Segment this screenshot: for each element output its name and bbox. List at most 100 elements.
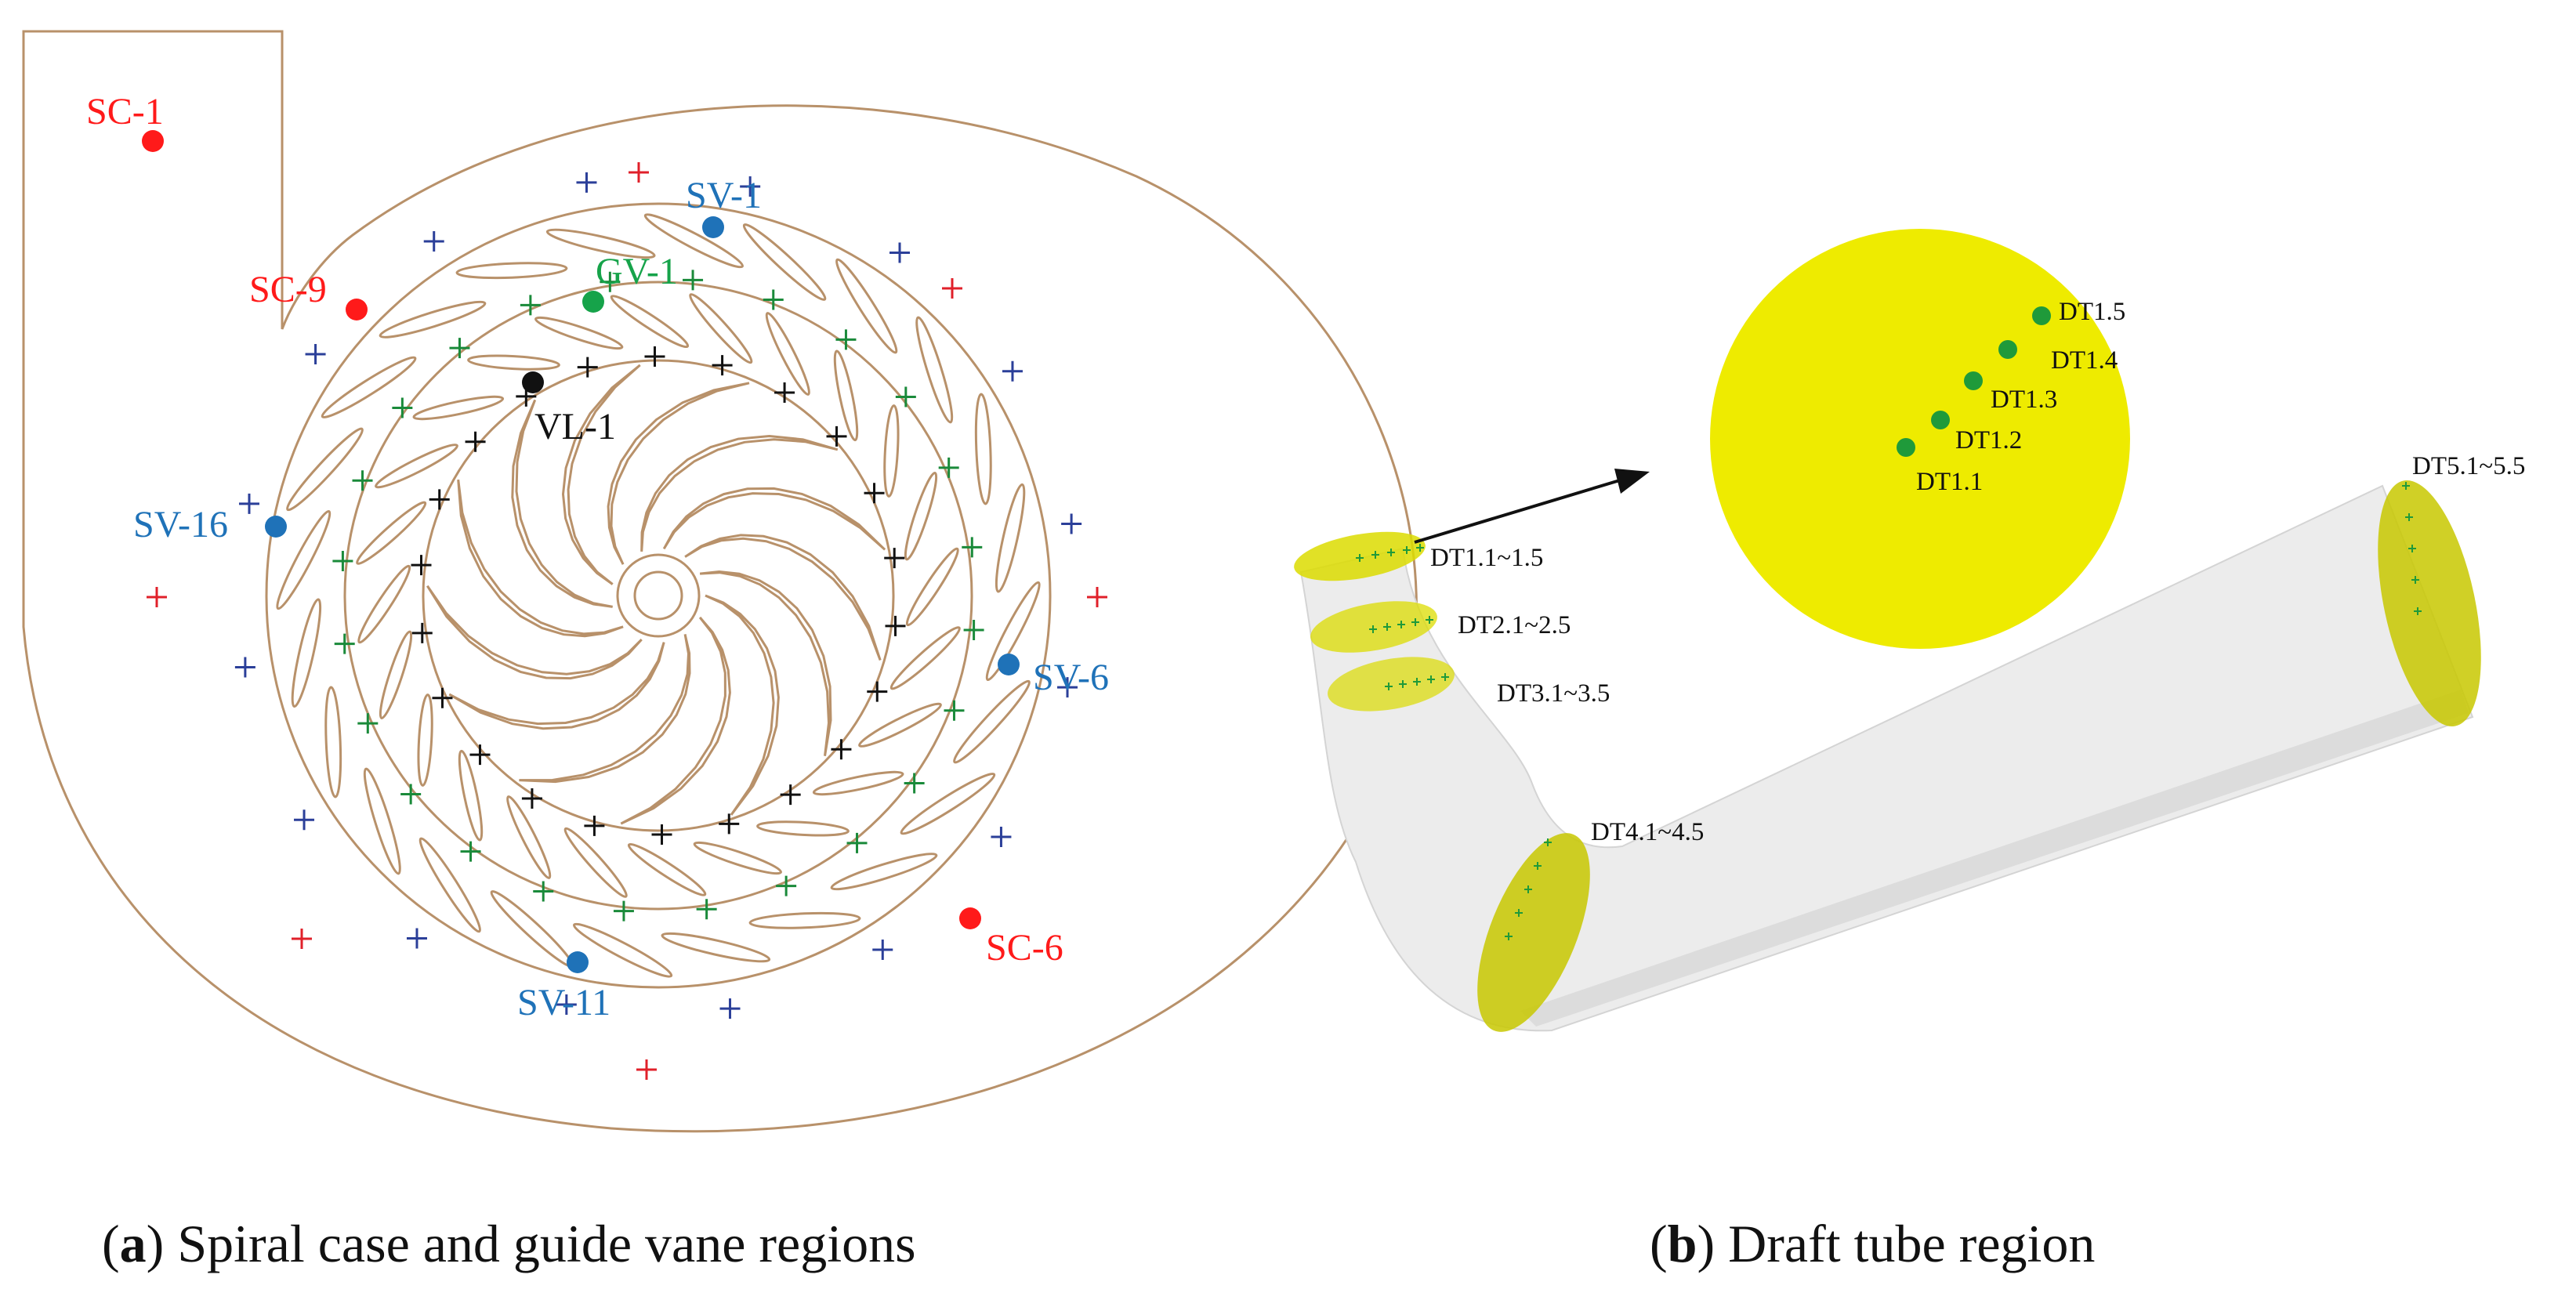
label-dt1-section: DT1.1~1.5 [1430, 544, 1543, 572]
guide-vane-3 [812, 770, 904, 796]
dt-tick-5-5 [2402, 482, 2410, 490]
guide-vane-16 [467, 354, 560, 371]
marker-red-6 [147, 587, 167, 607]
marker-blue-3 [1002, 360, 1023, 382]
label-sc-9: SC-9 [249, 269, 327, 310]
marker-blue-16 [576, 172, 597, 193]
point-gv-1 [582, 291, 604, 313]
marker-green-9 [846, 832, 868, 853]
zoom-disc [1710, 229, 2130, 649]
marker-green-13 [533, 881, 554, 902]
guide-vane-1 [889, 626, 961, 690]
caption-a-letter: a [120, 1214, 147, 1273]
guide-vane-20 [765, 312, 810, 396]
marker-black-14 [469, 744, 491, 766]
runner-blade-4 [448, 642, 665, 730]
guide-vane-13 [356, 501, 427, 565]
marker-green-3 [895, 386, 916, 407]
dt-tick-4-1 [1505, 932, 1513, 940]
marker-black-17 [411, 555, 432, 576]
marker-black-5 [884, 548, 905, 569]
guide-vane-7 [563, 827, 628, 898]
marker-green-22 [520, 295, 541, 316]
stay-vane-14 [286, 427, 364, 512]
marker-blue-14 [305, 343, 326, 364]
dt-tick-2-5 [1426, 616, 1433, 624]
runner-blade-3 [519, 634, 691, 784]
dt-tick-1-4 [1403, 546, 1411, 554]
guide-vane-17 [534, 316, 624, 350]
marker-black-3 [826, 425, 847, 447]
stay-ring-outer [265, 202, 1052, 989]
caption-a-text: Spiral case and guide vane regions [177, 1214, 915, 1273]
zoom-arrow-head [1614, 469, 1650, 494]
zoom-point-dt1-2 [1931, 411, 1950, 429]
label-sc-6: SC-6 [986, 927, 1063, 969]
runner-blade-5 [426, 585, 643, 680]
zoom-label-dt1-1: DT1.1 [1916, 468, 1983, 496]
stay-vane-5 [748, 911, 861, 929]
marker-blue-10 [406, 928, 427, 949]
zoom-label-dt1-2: DT1.2 [1955, 426, 2022, 454]
stay-vane-1 [985, 581, 1041, 682]
draft-tube-shade [1520, 690, 2469, 1027]
label-sv-16: SV-16 [133, 504, 228, 545]
stay-vane-9 [418, 837, 481, 933]
marker-green-1 [763, 289, 784, 310]
stay-vane-23 [974, 393, 992, 505]
runner-blade-9 [607, 382, 750, 565]
stay-vane-6 [661, 932, 771, 963]
guide-vane-6 [627, 842, 707, 896]
panel-b-draft-tube: DT1.1 DT1.2 DT1.3 DT1.4 DT1.5 DT1.1~1.5 … [1294, 229, 2525, 1273]
marker-blue-6 [991, 827, 1012, 848]
marker-red-5 [292, 929, 312, 949]
dt-tick-3-1 [1385, 683, 1393, 690]
dt-tick-5-4 [2405, 513, 2413, 521]
marker-green-11 [696, 899, 717, 920]
marker-green-19 [352, 470, 373, 491]
marker-black-22 [644, 346, 665, 368]
guide-vane-10 [417, 693, 433, 787]
dt-tick-2-4 [1411, 618, 1419, 626]
guide-vane-11 [379, 630, 413, 719]
point-sc-6 [959, 907, 981, 929]
runner-blade-11 [662, 487, 886, 551]
runner-blade-2 [620, 616, 731, 825]
label-dt4-section: DT4.1~4.5 [1591, 818, 1704, 846]
guide-vane-15 [412, 395, 505, 421]
marker-black-9 [780, 784, 801, 806]
point-sv-6 [998, 654, 1020, 675]
point-sc-9 [346, 299, 368, 320]
marker-black-18 [429, 489, 450, 510]
zoom-point-dt1-1 [1897, 438, 1915, 457]
label-sc-1: SC-1 [86, 91, 164, 132]
marker-green-17 [334, 633, 355, 654]
zoom-label-dt1-5: DT1.5 [2059, 298, 2125, 326]
dt-tick-3-4 [1427, 675, 1435, 683]
zoom-point-dt1-3 [1964, 371, 1983, 390]
zoom-label-dt1-3: DT1.3 [1991, 386, 2057, 414]
dt-tick-1-2 [1371, 551, 1379, 559]
marker-green-4 [938, 457, 959, 478]
stay-vane-22 [915, 316, 954, 424]
marker-red-4 [636, 1059, 657, 1080]
marker-blue-7 [872, 939, 893, 960]
hub-ring-outer [616, 553, 701, 638]
caption-b: (b) Draft tube region [1650, 1214, 2095, 1273]
marker-blue-5 [1057, 677, 1078, 698]
marker-black-1 [712, 355, 733, 376]
dt-tick-4-5 [1544, 838, 1552, 846]
marker-black-16 [411, 622, 433, 643]
stay-vane-21 [835, 258, 898, 354]
zoom-label-dt1-4: DT1.4 [2051, 346, 2118, 375]
stay-vane-15 [321, 356, 417, 418]
dt-tick-1-1 [1356, 554, 1364, 562]
stay-vane-13 [276, 509, 332, 610]
guide-vane-8 [506, 795, 552, 879]
dt-tick-4-2 [1515, 909, 1523, 917]
guide-vane-22 [883, 404, 900, 498]
runner-blade-10 [640, 434, 839, 552]
marker-black-12 [584, 815, 605, 836]
dt-tick-5-3 [2408, 545, 2416, 552]
stay-vane-18 [545, 228, 656, 259]
